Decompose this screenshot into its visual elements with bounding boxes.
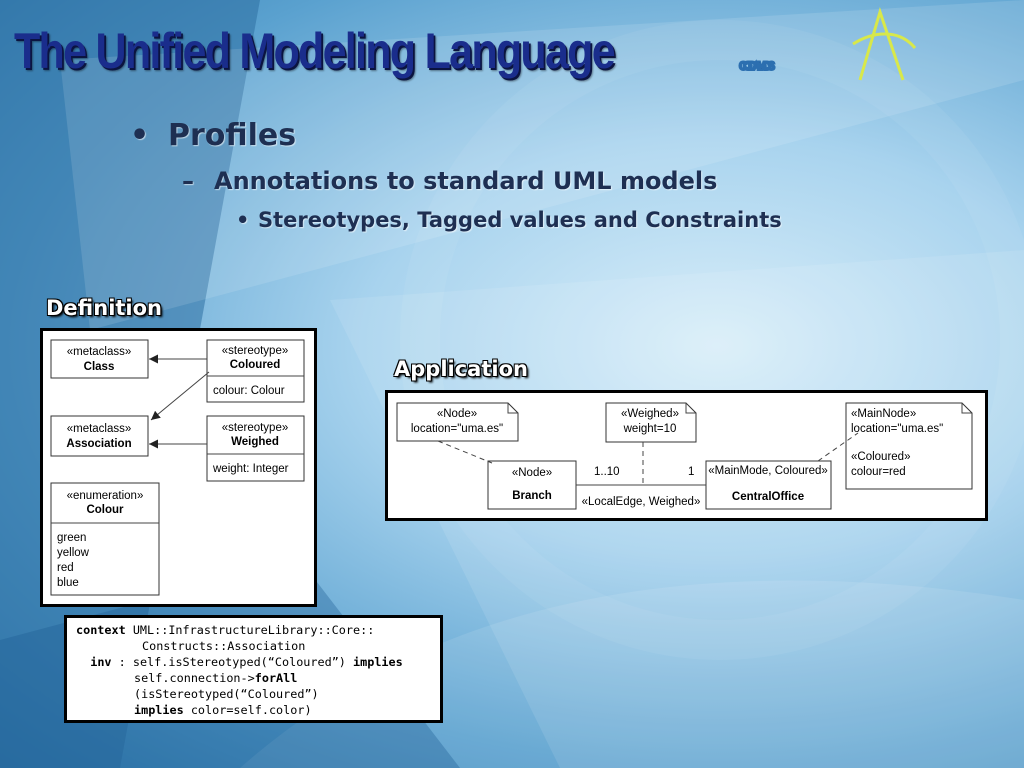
coloured-stereotype: «stereotype» [222,345,289,357]
central-office-stereotype: «MainMode, Coloured» [708,465,828,477]
slide-title: The Unified Modeling Language [14,23,616,79]
weighed-attribute: weight: Integer [212,463,289,475]
logo-text: CODAMOS [739,61,775,73]
definition-caption: Definition [46,296,163,320]
note-coloured-value: colour=red [851,466,906,478]
ocl-line: (isStereotyped(“Coloured”) [134,687,319,702]
bullet-stereotypes: Stereotypes, Tagged values and Constrain… [258,208,782,232]
ocl-line: color=self.color) [183,703,312,718]
note-connector [437,440,493,464]
bullet-level2: –Annotations to standard UML models [182,167,717,195]
multiplicity-right: 1 [688,466,694,478]
note-weighed-stereotype: «Weighed» [621,408,679,420]
keyword-inv: inv [90,655,112,670]
branch-name: Branch [512,490,552,502]
weighed-stereotype: «stereotype» [222,422,289,434]
weighed-name: Weighed [231,436,279,448]
note-weighed [605,402,697,443]
ocl-line: Constructs::Association [142,639,306,654]
note-node-location: location="uma.es" [411,423,503,435]
metaclass-class-box [50,339,149,379]
ocl-code: context UML::InfrastructureLibrary::Core… [76,622,403,719]
coloured-name: Coloured [230,359,280,371]
note-node-stereotype: «Node» [437,408,477,420]
multiplicity-left: 1..10 [594,466,620,478]
note-mainnode-stereotype: «MainNode» [851,408,916,420]
branch-stereotype: «Node» [512,467,552,479]
class-name: Class [84,361,115,373]
coloured-attribute: colour: Colour [213,385,285,397]
central-office-box [705,460,832,510]
application-caption: Application [394,357,528,381]
ocl-line: : self.isStereotyped(“Coloured”) [111,655,354,670]
metaclass-association-box [50,415,149,457]
bullet-marker: • [236,208,250,232]
enumeration-name: Colour [86,504,124,516]
note-weighed-value: weight=10 [623,423,677,435]
extension-arrow [150,371,210,421]
bullet-annotations: Annotations to standard UML models [214,167,718,195]
enum-value-green: green [57,532,86,544]
codamos-logo: CODAMOS [738,7,917,81]
bullet-marker: • [130,118,150,153]
stereotype-coloured-box [206,339,305,403]
keyword-forall: forAll [254,671,298,686]
ocl-constraint: context UML::InfrastructureLibrary::Core… [64,615,443,723]
enumeration-stereotype: «enumeration» [67,490,144,502]
ocl-line: UML::InfrastructureLibrary::Core:: [125,623,375,637]
bullet-profiles: Profiles [168,118,297,153]
enumeration-colour-box [50,482,160,596]
branch-node-box [487,460,577,510]
bullet-level3: • Stereotypes, Tagged values and Constrai… [236,208,782,232]
stereotype-weighed-box [206,415,305,482]
ocl-line: self.connection-> [134,671,255,686]
enum-value-red: red [57,562,74,574]
enum-value-yellow: yellow [57,547,90,559]
note-connector [817,432,859,462]
central-office-name: CentralOffice [732,491,804,503]
keyword-context: context [76,623,126,637]
edge-stereotype-label: «LocalEdge, Weighed» [582,496,701,508]
note-coloured-stereotype: «Coloured» [851,451,910,463]
note-mainnode-location: location="uma.es" [851,423,943,435]
bullet-level1: • Profiles [130,118,296,153]
note-node [396,402,519,442]
association-stereotype: «metaclass» [67,423,132,435]
definition-diagram: «metaclass» Class «metaclass» Associatio… [40,328,317,607]
dash-marker: – [182,167,194,195]
enum-value-blue: blue [57,577,79,589]
keyword-implies: implies [134,703,184,718]
keyword-implies: implies [353,655,403,670]
note-mainnode [845,402,973,490]
class-stereotype: «metaclass» [67,346,132,358]
association-name: Association [66,438,131,450]
application-diagram: «Node» location="uma.es" «Weighed» weigh… [385,390,988,521]
